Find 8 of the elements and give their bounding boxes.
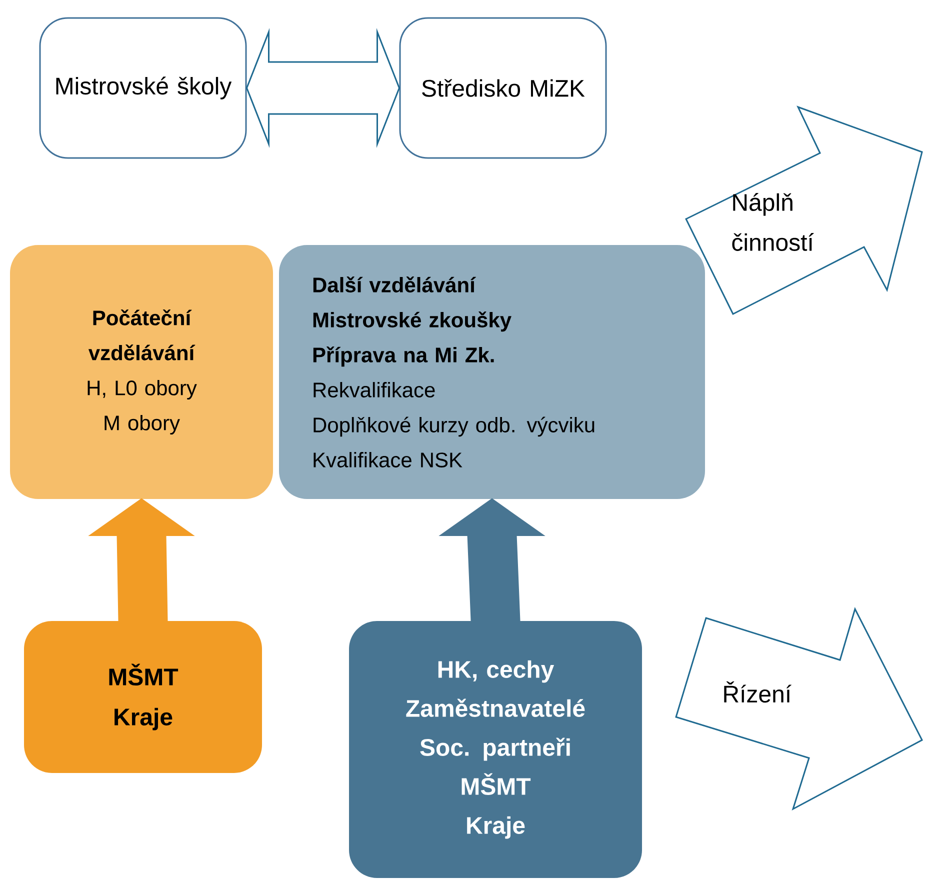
block-arrow (438, 498, 546, 622)
rounded-box: Další vzdělávání Mistrovské zkoušky Příprava na Mi Zk. Rekvalifikace Doplňkové kurzy odb. výcviku Kvalifikace NSK (279, 245, 705, 499)
block-arrow (88, 498, 195, 622)
rounded-box: Středisko MiZK (399, 17, 607, 159)
rounded-box: Počáteční vzdělávání H, L0 obory M obory (10, 245, 273, 499)
rounded-box: Mistrovské školy (39, 17, 247, 159)
rounded-box: MŠMT Kraje (24, 621, 262, 773)
rounded-box: HK, cechy Zaměstnavatelé Soc. partneři MŠMT Kraje (349, 621, 642, 878)
